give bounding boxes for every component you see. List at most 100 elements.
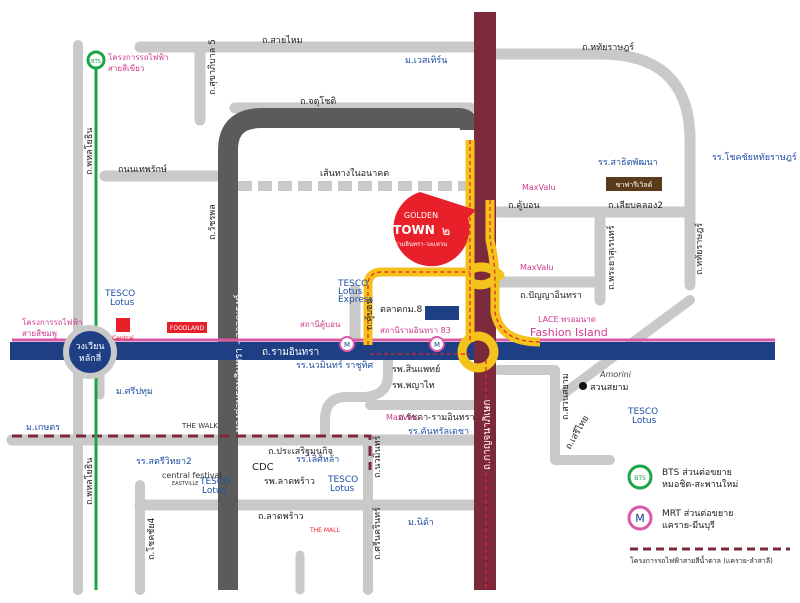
label-tesparak: ถนนเทพรักษ์: [118, 163, 167, 175]
place-kantharat: รร.คันทรัลเดชา: [408, 427, 469, 437]
label-nawamin: ถ.นวมินทร์: [371, 435, 383, 478]
legend-bts-line1: BTS ส่วนต่อขยาย: [662, 468, 732, 478]
mrt-badge-khubon: M: [344, 341, 350, 349]
lak-si-roundabout: [63, 325, 117, 379]
place-mu-kaset: ม.เกษตร: [26, 423, 60, 433]
golden-town-num: ๒: [442, 224, 451, 239]
label-sri-nakarin: ถ.ศรีนครินทร์: [371, 507, 383, 560]
label-kanchanaphisek: ถ.กาญจนาภิเษก: [482, 400, 493, 470]
tesco-5-a: TESCO: [327, 475, 358, 485]
tesco-2-b: Lotus: [338, 287, 363, 297]
mrt-icon: [339, 336, 355, 352]
place-central: Central: [112, 335, 134, 342]
road-nawamin: [320, 351, 393, 445]
place-sin-phaet: รพ.สินแพทย์: [392, 363, 440, 375]
golden-town-line1: GOLDEN: [404, 211, 438, 220]
suan-siam-dot-icon: [579, 382, 587, 390]
legend-mrt-icon: [627, 505, 653, 531]
place-mu-wessakan: ม.เวสเทิร์น: [405, 54, 447, 66]
tesco-2-c: Express: [338, 295, 373, 305]
km8-market-icon: [425, 306, 459, 320]
km8-label: ตลาดกม.8: [380, 305, 423, 315]
place-sarit-school: รร.สาธิตพัฒนา: [598, 157, 658, 168]
mrt-badge-ramintra83: M: [434, 341, 440, 349]
label-ram-intra: ถ.รามอินทรา: [262, 347, 319, 358]
tesco-1-b: Lotus: [110, 298, 135, 308]
label-hathairat-top: ถ.หทัยราษฎร์: [582, 41, 634, 53]
legend: BTS BTS ส่วนต่อขยาย หมอชิต-สะพานใหม่ M M…: [627, 464, 790, 565]
tesco-4-b: Lotus: [202, 486, 227, 496]
place-lat-phrao-hosp: รพ.ลาดพร้าว: [264, 476, 315, 487]
legend-bts-badge: BTS: [634, 475, 646, 482]
road-hathairat-top: [492, 48, 696, 291]
label-khubon-vertical: ถ.คู้บอน: [364, 298, 375, 330]
wongwian-label: วงเวียน: [75, 341, 104, 352]
place-lert-la: รร.เลิศหล้า: [296, 454, 339, 465]
tesco-3-b: Lotus: [632, 416, 657, 426]
legend-mrt-line2: แคราย-มีนบุรี: [662, 520, 715, 531]
label-phahonyothin-bottom: ถ.พหลโยธิน: [84, 458, 95, 505]
place-mu-srichan: ม.ศรีปทุม: [116, 386, 153, 397]
tesco-4-a: TESCO: [199, 477, 230, 487]
label-chatuchot: ถ.จตุโชติ: [300, 96, 336, 107]
legend-mrt-badge: M: [635, 512, 645, 525]
place-central-fest-a: central festival: [162, 471, 222, 480]
golden-town-sub: รามอินทรา-วงแหวน: [395, 241, 448, 248]
legend-bts-line2: หมอชิต-สะพานใหม่: [662, 479, 738, 490]
label-outer-ring: เส้นทางในอนาคต: [320, 168, 389, 179]
golden-town-line2: TOWN: [393, 223, 435, 237]
place-mall: THE MALL: [309, 527, 340, 534]
label-lian-khlong2: ถ.เลียบคลอง2: [608, 200, 663, 211]
tesco-2-a: TESCO: [337, 279, 368, 289]
place-walk: THE WALK: [181, 422, 218, 430]
mrt-station-ramintra83[interactable]: M: [429, 336, 445, 352]
tesco-5-b: Lotus: [330, 484, 355, 494]
legend-brown-label: โครงการรถไฟฟ้าสายสีน้ำตาล (แคราย-ลำสาลี): [630, 554, 773, 565]
legend-bts-icon: [627, 464, 653, 490]
place-mu-nida: ม.นิด้า: [408, 517, 434, 528]
bts-top-line2: สายสีเขียว: [108, 64, 144, 73]
label-panyaintra: ถ.ปัญญาอินทรา: [520, 290, 582, 301]
place-cdc: CDC: [252, 462, 274, 473]
place-foodland: FOODLAND: [170, 325, 205, 332]
safari-icon: [606, 177, 662, 191]
place-fashion-island: Fashion Island: [530, 326, 608, 339]
central-icon: [116, 318, 130, 332]
bts-icon: [86, 50, 106, 70]
label-watcharaphon: ถ.วัชรพล: [208, 204, 218, 240]
place-suan-siam: สวนสยาม: [590, 383, 629, 393]
place-hathairat-school: รร.โชคชัยหทัยราษฎร์: [712, 151, 797, 163]
label-suan-siam: ถ.สวนสยาม: [561, 373, 571, 420]
label-sukhapiban5: ถ.สุขาภิบาล 5: [207, 39, 218, 95]
route-dashes: [367, 140, 541, 590]
mrt-station-khubon[interactable]: M: [339, 336, 355, 352]
ramintra83-label: สถานีรามอินทรา 83: [380, 326, 451, 335]
label-ratchada-ramintra: ถ.รัชดา-รามอินทรา: [398, 412, 475, 423]
label-chok-chai: ถ.โชคชัย4: [146, 517, 157, 560]
road-serithai: [493, 365, 615, 465]
legend-mrt-line1: MRT ส่วนต่อขยาย: [662, 509, 733, 519]
brown-line-route: [12, 434, 372, 470]
place-amorini: Amorini: [599, 370, 632, 379]
place-maxvalu-2: MaxValu: [520, 263, 554, 272]
place-santi: รร.สตรีวิทยา2: [136, 456, 192, 467]
tesco-3-a: TESCO: [627, 407, 658, 417]
lak-si-label: หลักสี่: [79, 351, 102, 364]
kanchanaphisek-road: [474, 12, 496, 590]
tesco-1-a: TESCO: [104, 289, 135, 299]
label-expressway: ทางด่วนรามอินทรา - อาจณรงค์: [233, 294, 245, 432]
expressway-ram-intra-at-narong: [218, 108, 480, 590]
label-phahonyothin-top: ถ.พหลโยธิน: [84, 128, 95, 175]
foodland-icon: [167, 322, 207, 333]
label-hathairat-vertical: ถ.หทัยราษฎร์: [693, 223, 705, 275]
bts-top-line1: โครงการรถไฟฟ้า: [108, 52, 168, 62]
label-sai-mai: ถ.สายไหม: [262, 35, 303, 46]
khubon-station-label: สถานีคู้บอน: [300, 320, 341, 330]
place-safari: ซาฟารีเวิลด์: [616, 181, 653, 189]
place-central-fest-b: EASTVILLE: [172, 481, 198, 487]
label-prasert: ถ.ประเสริฐมนูกิจ: [268, 446, 333, 457]
golden-town-marker[interactable]: GOLDEN TOWN ๒ รามอินทรา-วงแหวน: [393, 192, 476, 267]
label-phraya-suren: ถ.พระยาสุเรนทร์: [605, 225, 617, 290]
bts-top-marker: BTS โครงการรถไฟฟ้า สายสีเขียว: [86, 50, 168, 73]
